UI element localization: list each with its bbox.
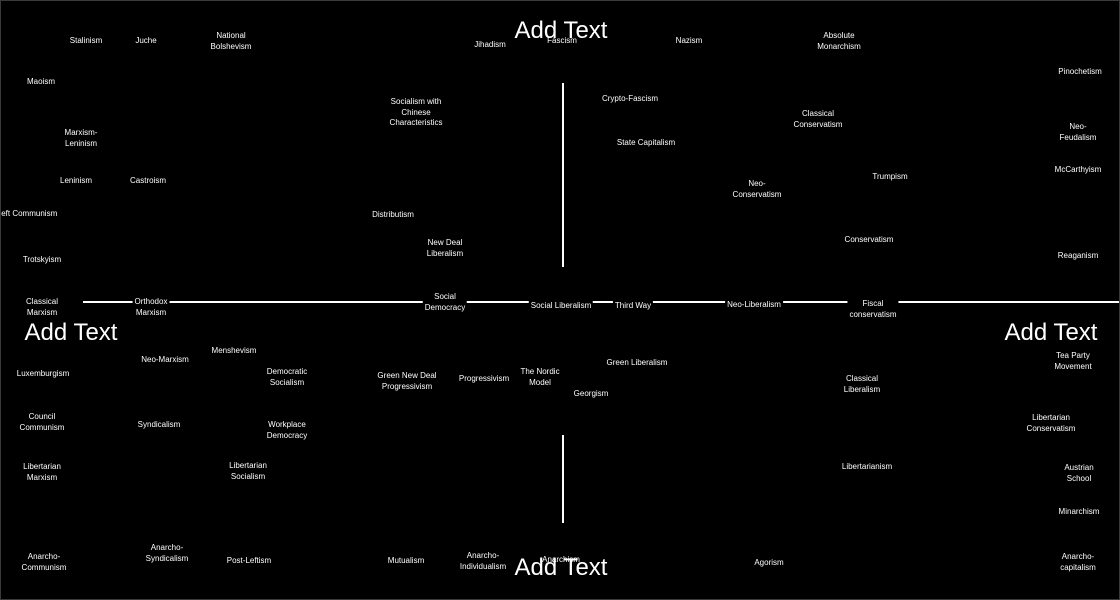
- ideology-label: Socialism with Chinese Characteristics: [387, 97, 445, 129]
- ideology-label: Anarcho- Syndicalism: [143, 543, 191, 564]
- ideology-label: Juche: [133, 36, 159, 47]
- ideology-label: Green New Deal Progressivism: [375, 371, 439, 392]
- ideology-label: Marxism- Leninism: [62, 128, 100, 149]
- ideology-label: Orthodox Marxism: [132, 297, 170, 318]
- axis-caption-left[interactable]: Add Text: [24, 319, 118, 346]
- ideology-label: Libertarian Socialism: [227, 461, 269, 482]
- ideology-label: State Capitalism: [614, 138, 678, 149]
- ideology-label: New Deal Liberalism: [424, 238, 466, 259]
- ideology-label: Anarcho- capitalism: [1058, 552, 1098, 573]
- ideology-label: National Bolshevism: [208, 31, 254, 52]
- ideology-label: Green Liberalism: [604, 358, 670, 369]
- ideology-label: Democratic Socialism: [264, 367, 310, 388]
- ideology-label: Conservatism: [842, 235, 896, 246]
- ideology-label: Neo-Liberalism: [725, 300, 783, 311]
- ideology-label: Anarchism: [540, 555, 582, 566]
- ideology-label: Leninism: [57, 176, 95, 187]
- ideology-label: Jihadism: [472, 40, 508, 51]
- ideology-label: Third Way: [612, 301, 654, 312]
- ideology-label: Crypto-Fascism: [599, 94, 661, 105]
- ideology-label: Syndicalism: [135, 420, 183, 431]
- ideology-label: Georgism: [571, 389, 611, 400]
- ideology-label: Nazism: [673, 36, 705, 47]
- axis-caption-bottom[interactable]: Add Text: [514, 554, 608, 581]
- vertical-axis-top: [562, 83, 564, 267]
- ideology-label: Austrian School: [1059, 463, 1099, 484]
- ideology-label: Trumpism: [870, 172, 910, 183]
- ideology-label: Reaganism: [1055, 251, 1101, 262]
- ideology-label: McCarthyism: [1052, 165, 1104, 176]
- ideology-label: Absolute Monarchism: [815, 31, 863, 52]
- ideology-label: Minarchism: [1056, 507, 1102, 518]
- ideology-label: Post-Leftism: [224, 556, 274, 567]
- ideology-label: Fiscal conservatism: [847, 299, 899, 320]
- ideology-label: Stalinism: [67, 36, 105, 47]
- ideology-label: Fascism: [545, 36, 579, 47]
- ideology-label: Left Communism: [1, 209, 60, 220]
- ideology-label: Workplace Democracy: [264, 420, 310, 441]
- ideology-label: Social Liberalism: [528, 301, 594, 312]
- ideology-label: Castroism: [127, 176, 169, 187]
- ideology-label: Social Democracy: [422, 292, 468, 313]
- ideology-label: Distributism: [370, 210, 416, 221]
- axis-caption-top[interactable]: Add Text: [514, 17, 608, 44]
- ideology-label: Mutualism: [385, 556, 427, 567]
- ideology-label: Neo- Conservatism: [730, 179, 784, 200]
- ideology-label: Progressivism: [456, 374, 512, 385]
- ideology-label: Libertarianism: [839, 462, 895, 473]
- ideology-label: Neo-Marxism: [139, 355, 191, 366]
- ideology-label: Tea Party Movement: [1052, 351, 1094, 372]
- ideology-label: Menshevism: [209, 346, 259, 357]
- ideology-label: Council Communism: [17, 412, 67, 433]
- ideology-label: Classical Liberalism: [841, 374, 883, 395]
- ideology-label: Classical Marxism: [23, 297, 61, 318]
- ideology-label: Anarcho- Communism: [19, 552, 69, 573]
- ideology-label: Classical Conservatism: [791, 109, 845, 130]
- ideology-label: The Nordic Model: [518, 367, 562, 388]
- ideology-label: Luxemburgism: [14, 369, 72, 380]
- ideology-label: Trotskyism: [20, 255, 64, 266]
- ideology-label: Neo-Feudalism: [1057, 122, 1099, 143]
- axis-caption-right[interactable]: Add Text: [1004, 319, 1098, 346]
- ideology-label: Pinochetism: [1056, 67, 1104, 78]
- ideology-label: Libertarian Conservatism: [1024, 413, 1078, 434]
- ideology-label: Maoism: [24, 77, 58, 88]
- ideology-label: Anarcho- Individualism: [457, 551, 509, 572]
- horizontal-axis: [83, 301, 1119, 303]
- ideology-label: Libertarian Marxism: [21, 462, 63, 483]
- ideology-label: Agorism: [752, 558, 786, 569]
- vertical-axis-bottom: [562, 435, 564, 523]
